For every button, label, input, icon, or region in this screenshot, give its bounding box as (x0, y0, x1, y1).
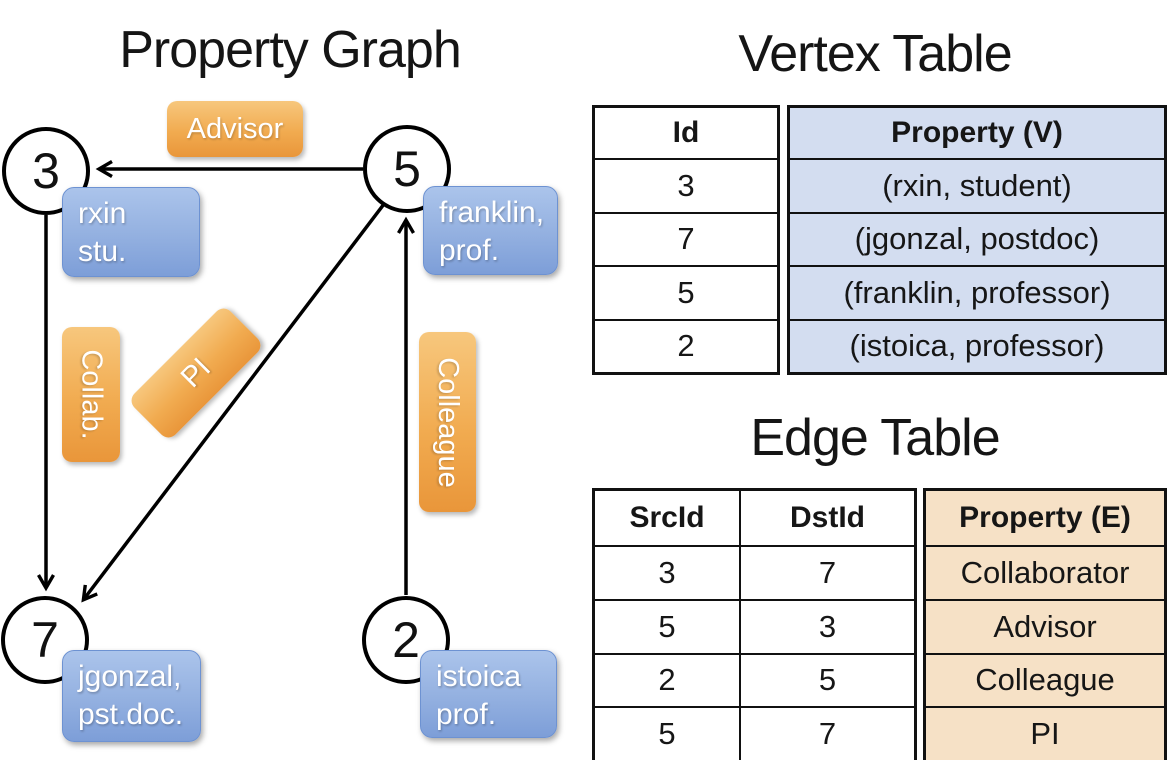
vertex-property-box-franklin: franklin, prof. (423, 186, 558, 275)
edge-label-text: Collab. (75, 349, 108, 440)
vertex-id-cell: 2 (595, 318, 777, 373)
vertex-node-3: 3 (2, 127, 90, 215)
vertex-property-box-rxin: rxin stu. (62, 187, 200, 277)
vertex-property-line: pst.doc. (78, 698, 184, 731)
edge-label-text: Colleague (432, 356, 465, 488)
vertex-property-line: franklin, (439, 196, 545, 229)
edge-table-title: Edge Table (750, 409, 1000, 467)
vertex-property-line: stu. (78, 235, 127, 268)
edge-src-cell: 5 (595, 598, 741, 653)
vertex-property-box-istoica: istoica prof. (420, 650, 557, 738)
edge-table-srcid-header: SrcId (595, 491, 741, 545)
vertex-node-7-id: 7 (31, 612, 59, 668)
vertex-id-cell: 3 (595, 158, 777, 212)
edge-dst-cell: 5 (741, 652, 914, 707)
vertex-property-line: jgonzal, (78, 660, 182, 693)
edge-property-cell: Advisor (926, 598, 1164, 653)
vertex-table-property-column: Property (V) (rxin, student) (jgonzal, p… (787, 105, 1167, 375)
vertex-property-cell: (franklin, professor) (790, 265, 1164, 319)
vertex-property-box-jgonzal: jgonzal, pst.doc. (62, 650, 201, 742)
edge-dst-cell: 7 (741, 545, 914, 599)
vertex-node-5-id: 5 (393, 141, 421, 197)
vertex-property-line: rxin (78, 197, 127, 230)
edge-label-collab: Collab. (62, 327, 120, 462)
property-graph-title: Property Graph (119, 21, 462, 79)
edge-property-cell: Colleague (926, 652, 1164, 707)
edge-pi-5-to-7 (81, 202, 386, 603)
vertex-table-property-header: Property (V) (790, 108, 1164, 158)
edge-label-advisor: Advisor (167, 101, 303, 157)
edge-label-text: PI (174, 351, 217, 394)
vertex-property-line: prof. (439, 234, 500, 267)
vertex-table-title: Vertex Table (738, 25, 1012, 83)
vertex-property-cell: (jgonzal, postdoc) (790, 211, 1164, 265)
vertex-table-id-header: Id (672, 116, 700, 149)
vertex-id-cell: 7 (595, 211, 777, 266)
edge-src-cell: 3 (595, 545, 741, 599)
vertex-property-cell: (rxin, student) (790, 158, 1164, 212)
vertex-property-line: prof. (436, 698, 497, 731)
vertex-table-id-column: Id 3 7 5 2 (592, 105, 780, 375)
edge-table-property-column: Property (E) Collaborator Advisor Collea… (923, 488, 1167, 760)
vertex-node-3-id: 3 (32, 143, 60, 199)
edge-src-cell: 2 (595, 652, 741, 707)
edge-src-cell: 5 (595, 706, 741, 760)
edge-label-text: Advisor (186, 112, 284, 145)
edge-dst-cell: 3 (741, 598, 914, 653)
edge-property-cell: Collaborator (926, 545, 1164, 599)
edge-table-property-header: Property (E) (926, 491, 1164, 545)
vertex-id-cell: 5 (595, 265, 777, 319)
edge-property-cell: PI (926, 706, 1164, 760)
edge-label-colleague: Colleague (419, 332, 476, 512)
vertex-property-line: istoica (436, 660, 522, 693)
vertex-property-cell: (istoica, professor) (790, 318, 1164, 372)
edge-table-id-columns: SrcId DstId 3 7 5 3 2 5 5 7 (592, 488, 917, 760)
edge-table-dstid-header: DstId (790, 501, 865, 534)
edge-dst-cell: 7 (741, 706, 914, 760)
vertex-node-2-id: 2 (392, 612, 420, 668)
